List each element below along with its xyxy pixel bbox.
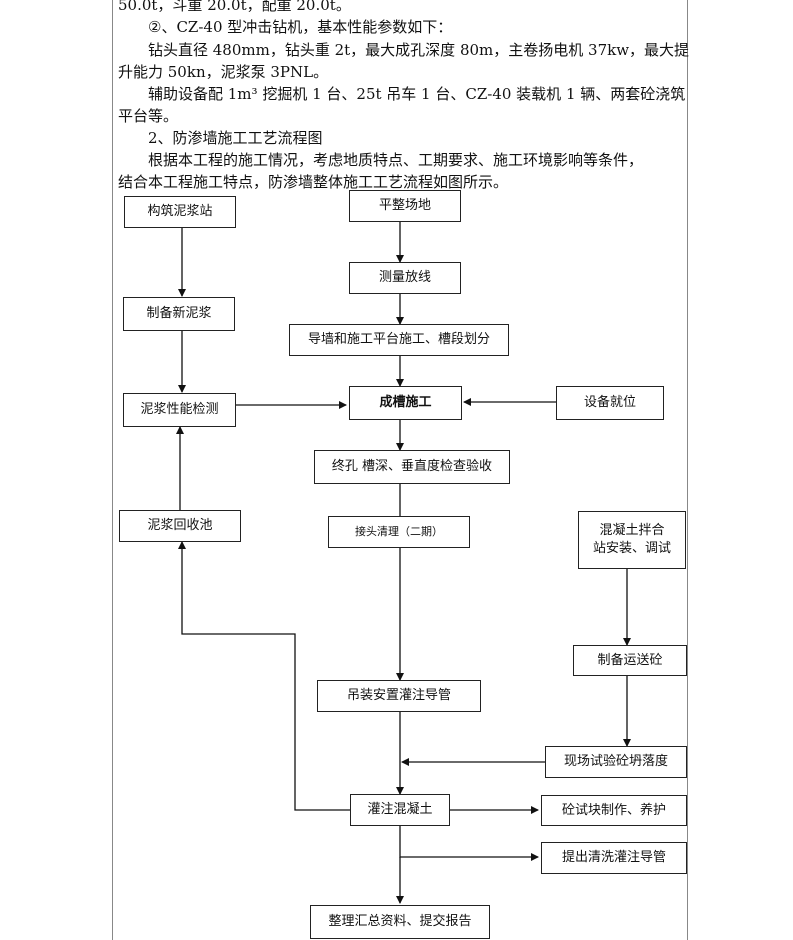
box-lift-clean-pipe: 提出清洗灌注导管 <box>541 842 687 874</box>
box-mud-property-test: 泥浆性能检测 <box>123 393 236 427</box>
box-equipment-in-place: 设备就位 <box>556 386 664 420</box>
text-line-1: 50.0t，斗重 20.0t，配重 20.0t。 <box>118 0 351 14</box>
text-line-3: 钻头直径 480mm，钻头重 2t，最大成孔深度 80m，主卷扬电机 37kw，… <box>148 41 690 59</box>
box-build-mud-station: 构筑泥浆站 <box>124 196 236 228</box>
box-trenching: 成槽施工 <box>349 386 462 420</box>
box-prepare-new-mud: 制备新泥浆 <box>123 297 235 331</box>
text-line-9: 结合本工程施工特点，防渗墙整体施工工艺流程如图所示。 <box>118 173 509 191</box>
text-line-6: 平台等。 <box>118 107 179 125</box>
box-guide-wall: 导墙和施工平台施工、槽段划分 <box>289 324 509 356</box>
text-line-4: 升能力 50kn，泥浆泵 3PNL。 <box>118 63 329 81</box>
box-compile-report: 整理汇总资料、提交报告 <box>310 905 490 939</box>
box-final-hole-check: 终孔 槽深、垂直度检查验收 <box>314 450 510 484</box>
text-line-8: 根据本工程的施工情况，考虑地质特点、工期要求、施工环境影响等条件， <box>148 151 644 169</box>
box-level-site: 平整场地 <box>349 190 461 222</box>
box-joint-cleaning: 接头清理（二期） <box>328 516 470 548</box>
page-frame <box>112 0 688 940</box>
box-slump-test: 现场试验砼坍落度 <box>545 746 687 778</box>
box-concrete-plant: 混凝土拌合 站安装、调试 <box>578 511 686 569</box>
text-line-7: 2、防渗墙施工工艺流程图 <box>148 129 323 147</box>
text-line-2: ②、CZ-40 型冲击钻机，基本性能参数如下： <box>148 18 453 36</box>
box-hoist-pipe: 吊装安置灌注导管 <box>317 680 481 712</box>
box-survey-layout: 测量放线 <box>349 262 461 294</box>
text-line-5: 辅助设备配 1m³ 挖掘机 1 台、25t 吊车 1 台、CZ-40 装载机 1… <box>148 85 686 103</box>
arrow-pour-to-pool <box>178 541 350 811</box>
arrow-main-to-liftpipe <box>399 826 539 861</box>
box-test-block: 砼试块制作、养护 <box>541 795 687 826</box>
box-pour-concrete: 灌注混凝土 <box>350 794 450 826</box>
box-prepare-concrete: 制备运送砼 <box>573 645 687 676</box>
box-mud-recovery-pool: 泥浆回收池 <box>119 510 241 542</box>
